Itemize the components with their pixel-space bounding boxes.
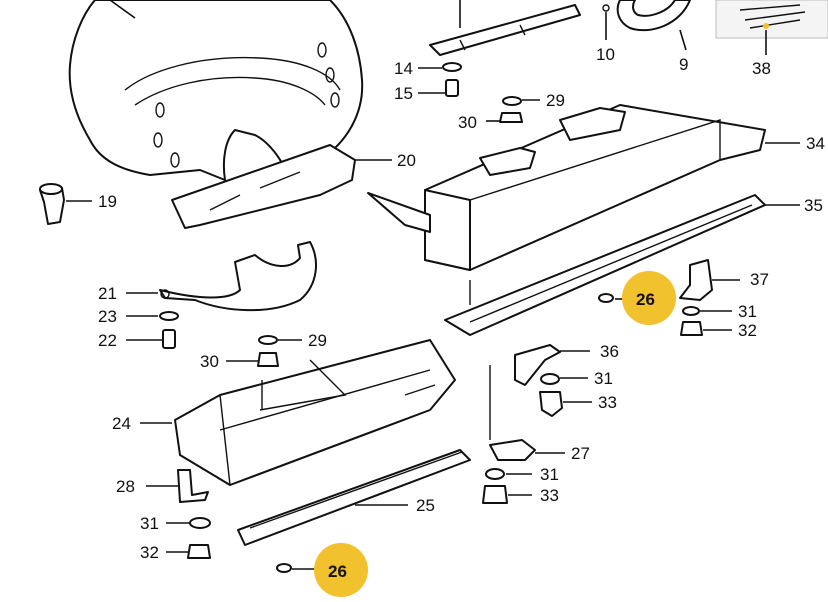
callout-26-upper: 26 xyxy=(636,290,655,309)
callout-36: 36 xyxy=(600,342,619,361)
callout-29-middle: 29 xyxy=(308,331,327,350)
callout-33-lower: 33 xyxy=(540,486,559,505)
mounting-rail xyxy=(429,0,581,56)
nut-33-lower xyxy=(482,485,532,504)
callout-37: 37 xyxy=(750,270,769,289)
callout-33-center: 33 xyxy=(598,393,617,412)
callout-9: 9 xyxy=(679,55,688,74)
bracket-37 xyxy=(679,259,740,301)
trim-strip-25 xyxy=(237,449,471,546)
trim-bar-35 xyxy=(444,194,800,336)
washer-31-center xyxy=(540,373,588,385)
nut-33-center xyxy=(539,391,592,417)
callout-28: 28 xyxy=(116,477,135,496)
trim-strip-20 xyxy=(171,144,392,229)
nut-30-middle xyxy=(226,352,279,367)
callout-31-bottom: 31 xyxy=(140,514,159,533)
callout-22: 22 xyxy=(98,331,117,350)
nut-32-right xyxy=(680,321,732,336)
bracket-27 xyxy=(489,439,565,461)
callout-19: 19 xyxy=(98,192,117,211)
plug-19 xyxy=(39,183,92,225)
nut-30-upper xyxy=(486,112,523,123)
guide-lines xyxy=(261,280,491,440)
washer-31-bottom xyxy=(166,517,211,529)
highlight-badge-26-upper xyxy=(622,271,676,325)
callout-20: 20 xyxy=(397,151,416,170)
callout-35: 35 xyxy=(804,196,823,215)
bracket-36 xyxy=(514,344,590,386)
column-cover-21 xyxy=(126,241,317,312)
callout-labels: 10 9 38 14 15 29 30 34 20 19 35 21 37 26… xyxy=(98,45,825,581)
callout-31-lower: 31 xyxy=(540,465,559,484)
callout-31-right: 31 xyxy=(738,302,757,321)
instrument-housing xyxy=(68,0,364,181)
callout-26-lower: 26 xyxy=(328,562,347,581)
nut-32-bottom xyxy=(166,544,211,559)
callout-10: 10 xyxy=(596,45,615,64)
highlight-badge-26-lower xyxy=(314,543,368,597)
clip-26-lower xyxy=(276,563,315,573)
callout-32-right: 32 xyxy=(738,321,757,340)
bracket-28 xyxy=(146,469,209,503)
callout-25: 25 xyxy=(416,496,435,515)
callout-31-center: 31 xyxy=(594,369,613,388)
overview-thumbnail xyxy=(715,0,828,55)
callout-21: 21 xyxy=(98,284,117,303)
bolt-22 xyxy=(126,329,176,349)
washer-23 xyxy=(126,311,179,321)
washer-29-upper xyxy=(502,96,540,106)
glovebox-tray-24 xyxy=(140,339,456,486)
callout-38: 38 xyxy=(752,59,771,78)
washer-14 xyxy=(418,62,462,72)
washer-29-middle xyxy=(258,335,302,345)
callout-27: 27 xyxy=(571,444,590,463)
callout-24: 24 xyxy=(112,414,131,433)
callout-14: 14 xyxy=(394,59,413,78)
washer-31-lower xyxy=(485,468,532,480)
callout-15: 15 xyxy=(394,84,413,103)
washer-31-right xyxy=(682,306,732,316)
callout-30-middle: 30 xyxy=(200,352,219,371)
callout-30-upper: 30 xyxy=(458,113,477,132)
callout-29-upper: 29 xyxy=(546,91,565,110)
glovebox-34 xyxy=(367,104,800,271)
handle-part xyxy=(602,0,691,51)
callout-34: 34 xyxy=(806,134,825,153)
clip-26-upper xyxy=(598,293,626,303)
bolt-15 xyxy=(418,79,459,97)
callout-23: 23 xyxy=(98,307,117,326)
callout-32-bottom: 32 xyxy=(140,543,159,562)
